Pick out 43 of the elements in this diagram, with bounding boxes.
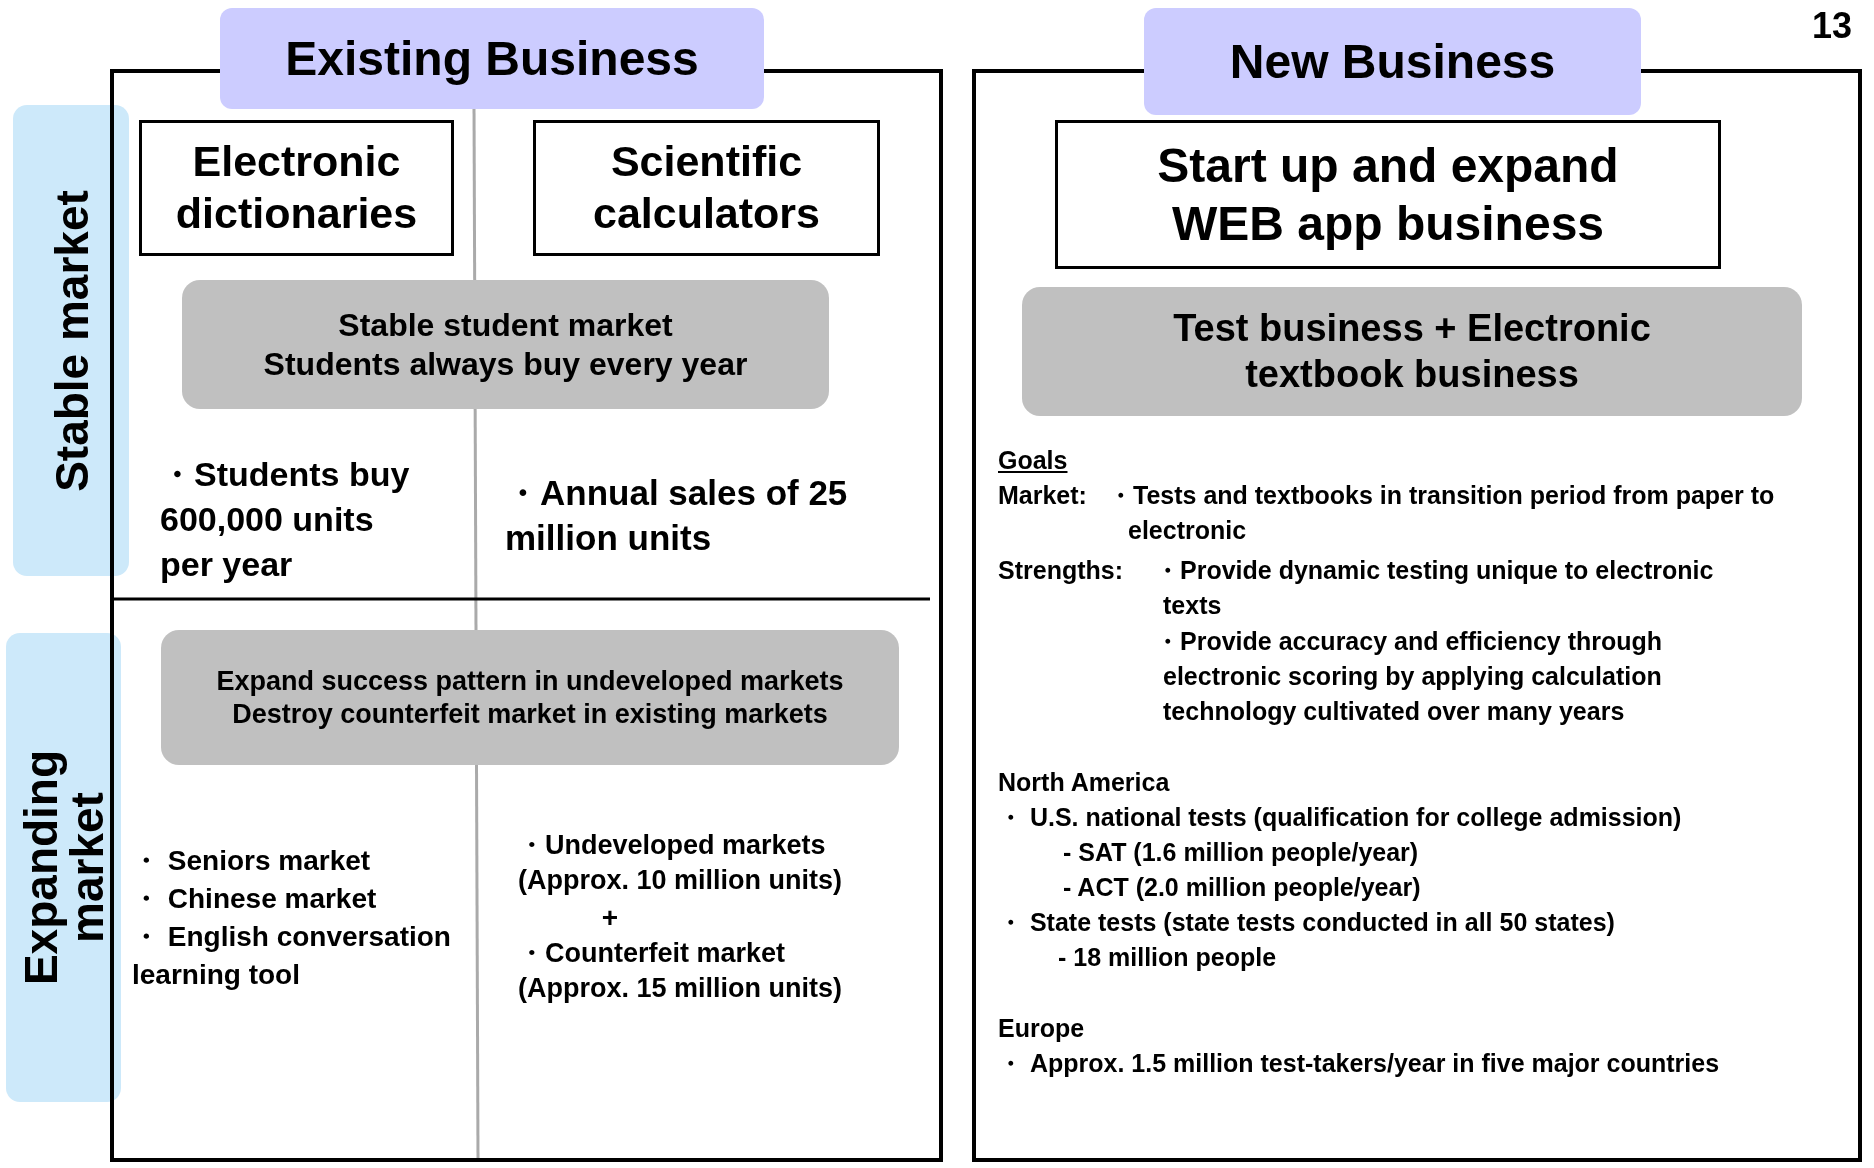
text-box: [139, 120, 454, 256]
section-tab: New Business: [1144, 8, 1641, 115]
field-label: Strengths:: [998, 555, 1123, 586]
summary-box: [182, 280, 829, 409]
section-tab: Existing Business: [220, 8, 764, 109]
band-label: Expanding market: [13, 748, 114, 988]
box-text: Start up and expand WEB app business: [1156, 137, 1620, 252]
plus-sign: +: [600, 901, 620, 935]
bullet-text: ・Students buy 600,000 units per year: [160, 454, 411, 585]
bullet-text: ・ U.S. national tests (qualification for college admission): [998, 802, 1682, 833]
text-box: [1055, 120, 1721, 269]
summary-box: [1022, 287, 1802, 416]
box-text: Expand success pattern in undeveloped markets: [215, 665, 845, 698]
bullet-text: - SAT (1.6 million people/year): [1063, 837, 1419, 868]
band-label: Stable market: [44, 188, 98, 494]
bullet-text: ・Annual sales of 25 million units: [505, 472, 849, 559]
bullet-text: ・Tests and textbooks in transition period from paper to electronic: [1108, 480, 1776, 546]
bullet-text: ・ Chinese market: [132, 882, 377, 916]
side-band: [13, 105, 129, 576]
side-band: [6, 633, 121, 1102]
section-heading: Europe: [998, 1013, 1085, 1044]
box-text: Electronic dictionaries: [174, 136, 419, 239]
bullet-text: ・Provide accuracy and efficiency through electronic scoring by applying calculation technology cultivated over many years: [1155, 626, 1664, 727]
section-heading: Goals: [998, 445, 1068, 476]
bullet-text: ・Counterfeit market (Approx. 15 million units): [518, 937, 843, 1005]
box-text: Stable student market: [337, 306, 674, 345]
bullet-text: - ACT (2.0 million people/year): [1063, 872, 1421, 903]
box-text: Students always buy every year: [262, 344, 749, 383]
section-heading: North America: [998, 767, 1170, 798]
field-label: Market:: [998, 480, 1087, 511]
box-text: Test business + Electronic textbook business: [1172, 305, 1652, 397]
bullet-text: ・ English conversation learning tool: [132, 920, 452, 992]
bullet-text: ・ Approx. 1.5 million test-takers/year in five major countries: [998, 1048, 1720, 1079]
bullet-text: ・Undeveloped markets (Approx. 10 million units): [518, 829, 843, 897]
box-text: Scientific calculators: [591, 136, 822, 239]
bullet-text: ・Provide dynamic testing unique to electronic texts: [1155, 555, 1715, 621]
bullet-text: - 18 million people: [1058, 942, 1277, 973]
text-box: [533, 120, 880, 256]
box-text: Destroy counterfeit market in existing markets: [231, 697, 829, 730]
summary-box: [161, 630, 899, 765]
page-number: 13: [1812, 6, 1854, 46]
bullet-text: ・ State tests (state tests conducted in all 50 states): [998, 907, 1615, 938]
bullet-text: ・ Seniors market: [132, 844, 371, 878]
